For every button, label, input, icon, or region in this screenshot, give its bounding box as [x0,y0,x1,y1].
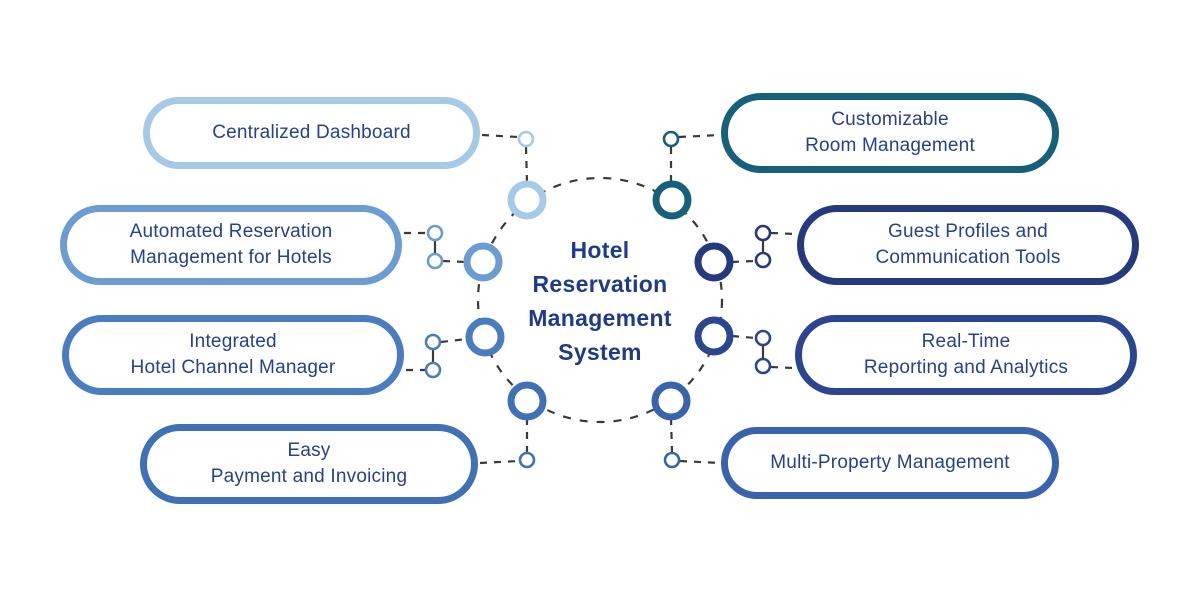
feature-label-line: Guest Profiles and [888,221,1048,242]
diagram-title-line: Management [528,305,672,331]
feature-pill-guest-profiles: Guest Profiles and Communication Tools [797,205,1139,285]
feature-label-line: Communication Tools [875,247,1061,268]
feature-label: Centralized Dashboard [212,120,411,146]
feature-label-line: Management for Hotels [130,247,332,268]
connector-easy-payment [479,418,529,465]
ring-node-customizable-room [652,180,692,220]
connector-integrated-channel-manager [406,337,468,372]
feature-label: Customizable Room Management [805,107,975,159]
connector-dot [754,357,772,375]
feature-label-line: Easy [287,440,331,461]
feature-pill-automated-reservation: Automated Reservation Management for Hot… [60,205,402,285]
ring-node-real-time-reporting [694,316,734,356]
feature-pill-multi-property: Multi-Property Management [721,427,1059,499]
connector-dot [754,224,772,242]
feature-pill-real-time-reporting: Real-Time Reporting and Analytics [795,315,1137,395]
connector-automated-reservation [404,231,466,264]
feature-label-line: Automated Reservation [129,221,333,242]
connector-centralized-dashboard [481,133,529,184]
ring-node-centralized-dashboard [507,180,547,220]
feature-pill-customizable-room: Customizable Room Management [721,93,1059,173]
connector-dot [424,361,442,379]
feature-label-line: Room Management [805,135,975,156]
feature-label-line: Reporting and Analytics [863,357,1069,378]
connector-dot [662,130,680,148]
feature-label: Multi-Property Management [770,450,1009,476]
feature-label-line: Customizable [831,109,949,130]
connector-customizable-room [669,133,721,183]
connector-dot [424,333,442,351]
feature-label-line: Multi-Property Management [770,452,1010,473]
connector-guest-profiles [731,231,797,264]
feature-label-line: Centralized Dashboard [212,122,411,143]
feature-label: Automated Reservation Management for Hot… [130,219,333,271]
connector-dot [517,130,535,148]
feature-label-line: Payment and Invoicing [210,466,408,487]
feature-pill-centralized-dashboard: Centralized Dashboard [143,97,480,169]
ring-node-easy-payment [507,381,547,421]
center-dashed-ring [476,176,724,424]
diagram-title-line: Reservation [532,271,668,297]
feature-label: Real-Time Reporting and Analytics [864,329,1068,381]
connector-dot [518,451,536,469]
ring-node-guest-profiles [694,242,734,282]
feature-pill-easy-payment: Easy Payment and Invoicing [140,424,478,504]
feature-label: Easy Payment and Invoicing [211,438,407,490]
feature-label-line: Integrated [189,331,277,352]
feature-label: Guest Profiles and Communication Tools [875,219,1060,271]
connector-dot [754,329,772,347]
connector-dot [754,251,772,269]
connector-dot [663,451,681,469]
connector-real-time-reporting [731,334,795,370]
ring-node-multi-property [651,381,691,421]
ring-node-automated-reservation [463,242,503,282]
connector-dot [426,224,444,242]
feature-label-line: Real-Time [921,331,1011,352]
diagram-title: Hotel Reservation Management System [480,233,720,369]
ring-node-integrated-channel-manager [465,317,505,357]
feature-pill-integrated-channel-manager: Integrated Hotel Channel Manager [62,315,404,395]
connector-multi-property [669,417,721,465]
feature-label-line: Hotel Channel Manager [130,357,336,378]
connector-dot [426,252,444,270]
feature-label: Integrated Hotel Channel Manager [131,329,336,381]
diagram-title-line: Hotel [570,237,630,263]
diagram-title-line: System [558,339,642,365]
